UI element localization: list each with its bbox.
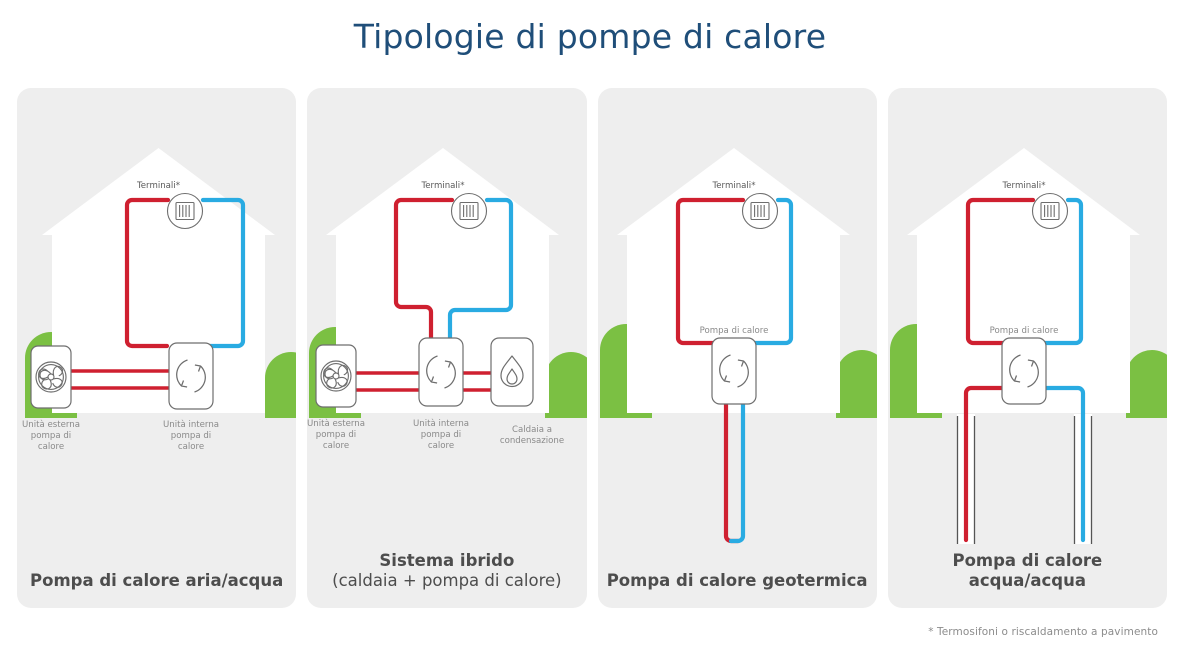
diagram-sistema-ibrido: Terminali* xyxy=(307,148,587,451)
svg-text:Unità interna: Unità interna xyxy=(163,420,219,430)
page-title: Tipologie di pompe di calore xyxy=(353,17,827,56)
well-pipe-cold xyxy=(1040,385,1085,543)
outdoor-unit-box[interactable] xyxy=(30,345,72,409)
radiator-icon xyxy=(459,201,479,221)
svg-text:Unità interna: Unità interna xyxy=(413,419,469,429)
radiator-icon-bg xyxy=(741,192,778,230)
bush-right-icon xyxy=(265,352,297,418)
diagram-aria-acqua: Terminali* xyxy=(22,148,297,452)
ground-probe-cold xyxy=(728,395,745,544)
heat-pump-swirl-icon xyxy=(718,354,749,388)
svg-text:pompa di: pompa di xyxy=(171,431,211,441)
heat-pump-label: Pompa di calore xyxy=(699,326,768,336)
card-geotermica[interactable]: Terminali* Pompa di calore xyxy=(597,88,877,608)
heat-pump-swirl-icon xyxy=(1008,354,1039,388)
card-title-main: Pompa di calore geotermica xyxy=(606,570,868,590)
boiler-box[interactable] xyxy=(490,337,534,407)
svg-text:pompa di: pompa di xyxy=(31,431,71,441)
diagram-acqua-acqua: Terminali* Pompa di calore xyxy=(889,148,1167,544)
terminals-label: Terminali* xyxy=(421,181,466,191)
outdoor-unit-label: Unità esterna pompa di calore xyxy=(307,419,365,451)
heat-pump-label: Pompa di calore xyxy=(989,326,1058,336)
card-title-main: Pompa di calore aria/acqua xyxy=(30,570,284,590)
hot-pipe xyxy=(965,197,1035,346)
card-title-main: Sistema ibrido xyxy=(379,551,515,571)
outdoor-unit-box[interactable] xyxy=(315,344,357,408)
svg-text:calore: calore xyxy=(323,441,349,451)
svg-text:pompa di: pompa di xyxy=(421,430,461,440)
hot-pipe xyxy=(675,197,745,346)
card-title-main: Pompa di calore acqua/acqua xyxy=(952,551,1103,590)
cold-pipe xyxy=(1040,197,1083,346)
svg-text:Unità esterna: Unità esterna xyxy=(307,419,365,429)
diagram-geotermica: Terminali* Pompa di calore xyxy=(599,148,877,544)
svg-text:condensazione: condensazione xyxy=(500,436,564,446)
bush-right-icon xyxy=(1125,350,1167,418)
cold-pipe xyxy=(200,197,246,349)
card-aria-acqua[interactable]: Terminali* xyxy=(17,88,297,608)
card-title-acqua-acqua: Pompa di calore acqua/acqua xyxy=(888,551,1167,590)
svg-text:Caldaia a: Caldaia a xyxy=(512,425,552,435)
well-pipe-hot xyxy=(963,385,1008,543)
outdoor-unit-label: Unità esterna pompa di calore xyxy=(22,420,80,452)
card-title-sistema-ibrido: Sistema ibrido (caldaia + pompa di calor… xyxy=(307,551,586,590)
cold-pipe xyxy=(750,197,793,346)
fan-icon xyxy=(320,360,352,392)
terminals-label: Terminali* xyxy=(1001,181,1046,191)
radiator-icon-bg xyxy=(166,192,204,230)
svg-text:Unità esterna: Unità esterna xyxy=(22,420,80,430)
fan-icon xyxy=(35,361,67,393)
heat-pump-swirl-icon xyxy=(176,359,206,393)
footnote: * Termosifoni o riscaldamento a paviment… xyxy=(928,626,1158,638)
svg-text:calore: calore xyxy=(178,442,204,452)
radiator-icon-bg xyxy=(1031,192,1068,230)
card-acqua-acqua[interactable]: Terminali* Pompa di calore xyxy=(887,88,1167,608)
card-title-aria-acqua: Pompa di calore aria/acqua xyxy=(17,571,296,590)
heat-pump-box[interactable] xyxy=(1001,337,1047,405)
svg-text:pompa di: pompa di xyxy=(316,430,356,440)
heat-pump-box[interactable] xyxy=(710,337,757,405)
heat-pump-swirl-icon xyxy=(426,355,457,389)
bush-right-icon xyxy=(545,352,587,418)
cold-pipe xyxy=(448,197,514,343)
flame-icon xyxy=(500,355,524,388)
indoor-unit-box[interactable] xyxy=(418,337,464,407)
indoor-unit-label: Unità interna pompa di calore xyxy=(163,420,219,452)
terminals-label: Terminali* xyxy=(711,181,756,191)
card-sistema-ibrido[interactable]: Terminali* xyxy=(307,88,587,608)
card-title-sub: (caldaia + pompa di calore) xyxy=(332,570,562,590)
bush-right-icon xyxy=(835,350,877,418)
card-title-geotermica: Pompa di calore geotermica xyxy=(598,571,877,590)
radiator-icon xyxy=(175,201,195,221)
svg-text:calore: calore xyxy=(38,442,64,452)
radiator-icon-bg xyxy=(451,192,488,230)
card-row: Terminali* xyxy=(17,88,1167,608)
ground-probe-hot xyxy=(723,395,740,544)
hot-pipe xyxy=(394,197,455,343)
indoor-unit-box[interactable] xyxy=(168,342,214,410)
radiator-icon xyxy=(1040,201,1060,221)
terminals-label: Terminali* xyxy=(136,181,181,191)
indoor-unit-label: Unità interna pompa di calore xyxy=(413,419,469,451)
svg-text:calore: calore xyxy=(428,441,454,451)
boiler-label: Caldaia a condensazione xyxy=(500,425,564,446)
hot-pipe xyxy=(124,197,171,349)
radiator-icon xyxy=(749,201,770,221)
